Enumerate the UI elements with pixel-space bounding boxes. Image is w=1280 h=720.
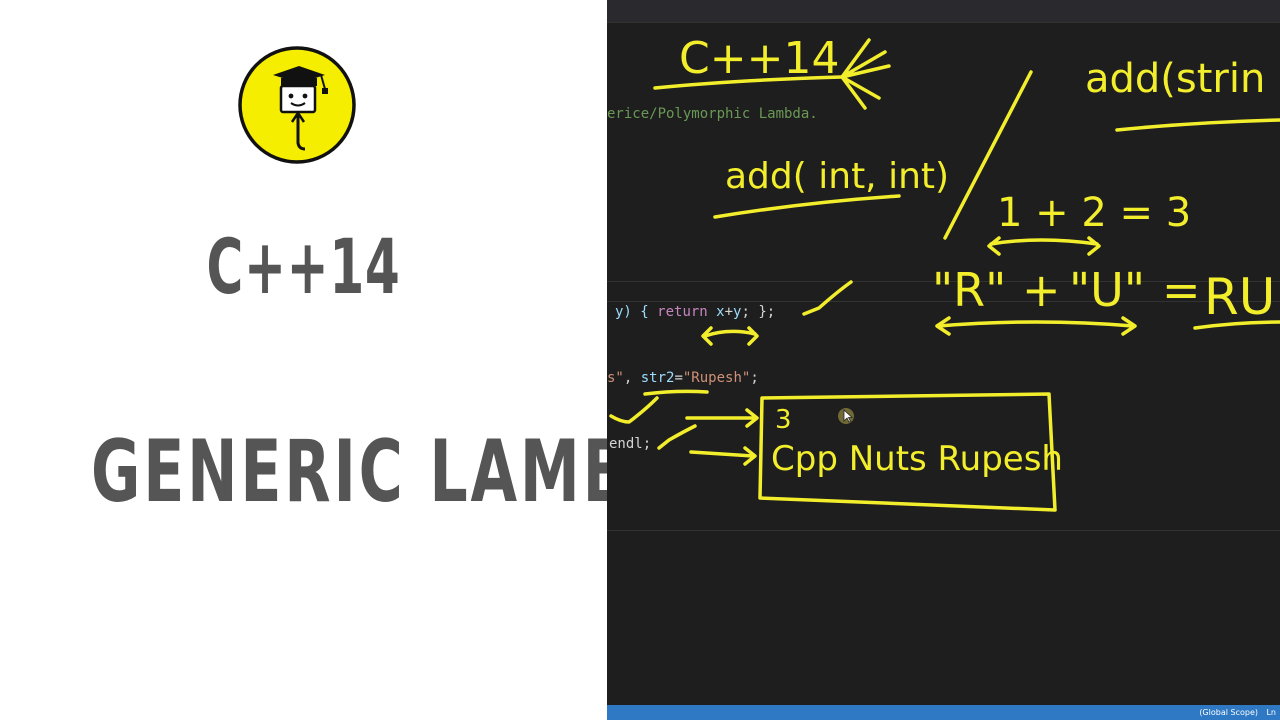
annotation-add-int: add( int, int) xyxy=(725,156,949,197)
status-scope[interactable]: (Global Scope) xyxy=(1199,708,1258,717)
code-token: x xyxy=(716,304,725,320)
slide-title-generic-lambda: GENERIC LAMBDA xyxy=(91,422,734,522)
divider xyxy=(607,281,1280,282)
annotation-output-3: 3 xyxy=(775,405,792,435)
code-token: + xyxy=(724,304,734,320)
code-token: y) { xyxy=(615,304,658,320)
annotation-u-string: "U" xyxy=(1069,263,1145,317)
code-token-string: s" xyxy=(607,370,624,386)
annotation-r-string: "R" xyxy=(932,263,1006,317)
annotation-ru-result: RU xyxy=(1204,268,1275,326)
code-editor[interactable]: erice/Polymorphic Lambda. y) { return x+… xyxy=(607,0,1280,720)
code-token: ; }; xyxy=(741,304,776,320)
mouse-cursor-icon xyxy=(838,408,854,424)
annotation-equals: = xyxy=(1162,263,1201,317)
code-comment-line: erice/Polymorphic Lambda. xyxy=(607,106,818,122)
code-line-endl: endl; xyxy=(609,436,652,452)
slide-panel: C++14 GENERIC LAMBDA xyxy=(0,0,734,720)
divider xyxy=(607,301,1280,302)
code-line-strings: s", str2="Rupesh"; xyxy=(607,370,759,386)
slide-title-cpp14: C++14 xyxy=(206,222,401,311)
status-bar: (Global Scope) Ln xyxy=(607,705,1280,720)
code-token: , xyxy=(623,370,641,386)
graduation-cap-mascot-icon xyxy=(238,46,356,164)
annotation-cpp14: C++14 xyxy=(679,33,839,84)
code-token: ; xyxy=(750,370,759,386)
code-token: y xyxy=(733,304,742,320)
annotation-plus: + xyxy=(1022,263,1061,317)
annotation-int-example: 1 + 2 = 3 xyxy=(997,190,1191,236)
annotation-output-rupesh: Cpp Nuts Rupesh xyxy=(771,439,1063,479)
code-line-lambda: y) { return x+y; }; xyxy=(615,304,775,320)
code-token-string: "Rupesh" xyxy=(682,370,751,386)
code-token-variable: str2 xyxy=(640,370,675,386)
annotation-add-string: add(strin xyxy=(1085,56,1265,102)
divider xyxy=(607,530,1280,531)
code-token: = xyxy=(674,370,683,386)
code-token-keyword: return xyxy=(657,304,708,320)
editor-tab-bar xyxy=(607,0,1280,23)
handwritten-annotations: C++14 add(strin add( int, int) 1 + 2 = 3… xyxy=(609,33,1280,512)
status-line-number[interactable]: Ln xyxy=(1266,708,1276,717)
